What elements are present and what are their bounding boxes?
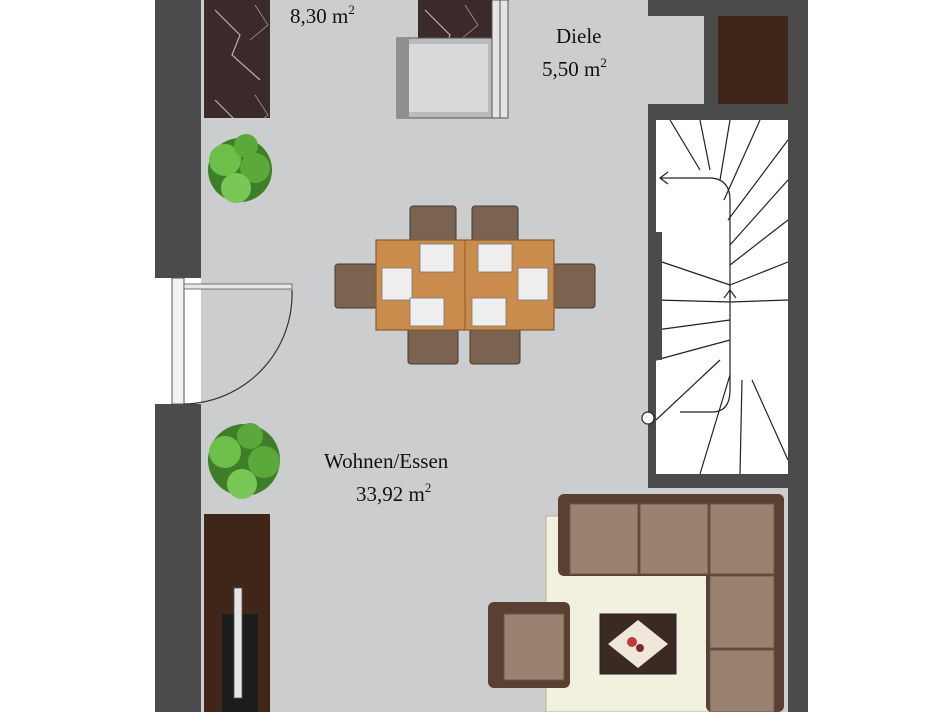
armchair: [488, 602, 570, 688]
wall-pier: [704, 16, 718, 104]
wall-segment: [648, 0, 788, 16]
left-wall-lower: [155, 404, 201, 712]
kitchen-counter-left: [204, 0, 270, 118]
wall-segment: [648, 0, 656, 16]
kitchen-area-label: 8,30 m2: [290, 2, 355, 28]
hall-name-label: Diele: [556, 24, 601, 48]
stair-treads: [655, 119, 789, 475]
staircase: [656, 120, 788, 474]
dining-table: [334, 205, 596, 365]
kitchen-counter-middle: [418, 0, 492, 38]
wall-segment: [648, 104, 788, 120]
stair-wall-bottom: [648, 474, 788, 488]
corner-sofa: [558, 494, 784, 712]
plant-icon: [208, 134, 272, 203]
left-wall: [155, 0, 201, 278]
door-swing: [183, 289, 293, 405]
tv-panel: [233, 587, 243, 699]
door-leaf: [183, 283, 293, 290]
window-frame: [171, 277, 185, 405]
coffee-table: [599, 613, 677, 675]
hall-area-label: 5,50 m2: [542, 55, 607, 81]
wardrobe-top-right: [718, 16, 788, 104]
living-area-label: 33,92 m2: [356, 480, 431, 506]
right-wall: [788, 0, 808, 712]
plant-icon: [208, 423, 280, 499]
fridge: [396, 37, 494, 119]
shelf-rack: [491, 0, 509, 119]
stair-start-marker: [641, 411, 655, 425]
living-name-label: Wohnen/Essen: [324, 449, 449, 473]
stair-wall-stub: [650, 232, 662, 360]
